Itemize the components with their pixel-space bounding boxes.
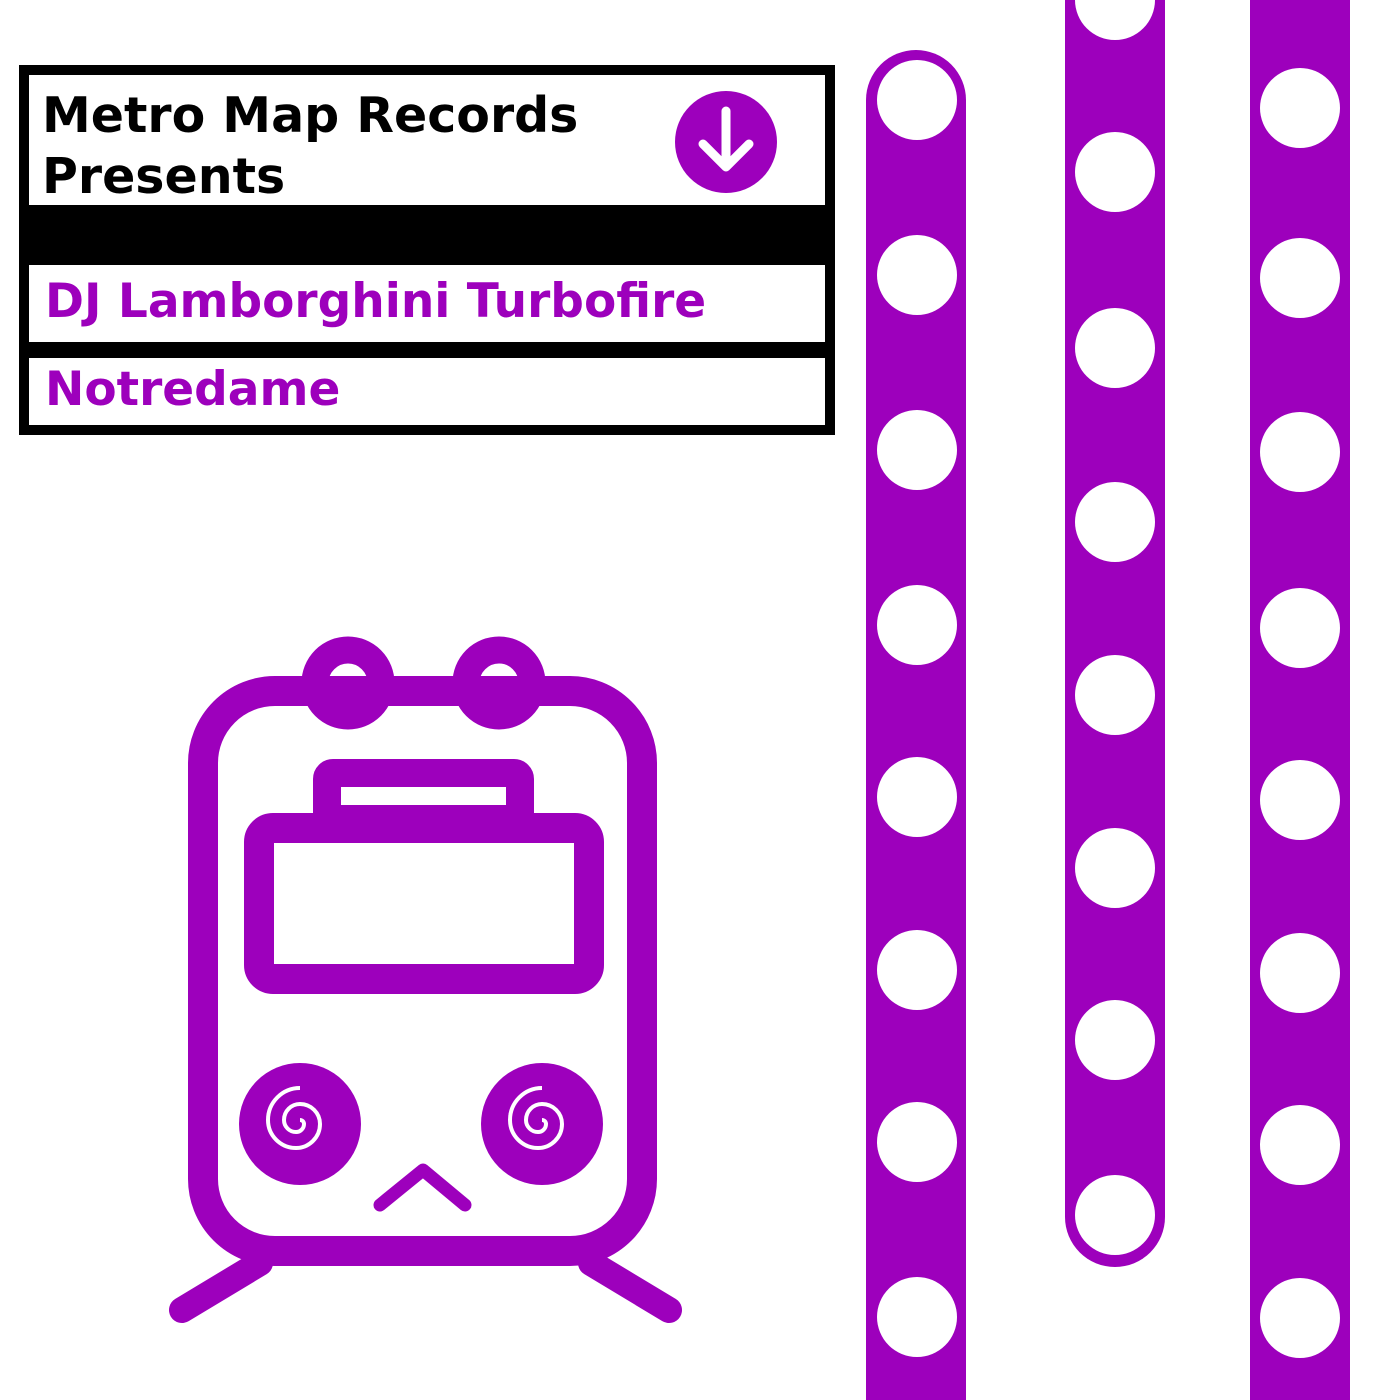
station-sign: Metro Map Records Presents DJ Lamborghin… [19,65,835,435]
metro-line-3 [1250,0,1350,1400]
metro-line-1 [866,50,966,1400]
sign-divider-bar [29,205,825,265]
down-arrow-icon [675,91,777,193]
train-rail-left [169,1250,273,1323]
metro-line-stations [866,0,1350,1400]
train-rail-right [578,1250,682,1323]
train-headlight-left [239,1063,361,1185]
train-nose [373,1163,472,1212]
artist-name: DJ Lamborghini Turbofire [45,274,707,329]
metro-line-2 [1065,0,1165,1267]
train-icon [169,636,682,1323]
title-panel: Notredame [29,358,825,425]
sign-header-panel: Metro Map Records Presents [29,75,825,205]
train-body [188,676,657,1266]
train-destination-display [313,759,534,833]
track-title: Notredame [45,362,341,417]
train-windscreen [244,813,604,994]
train-headlight-right [481,1063,603,1185]
label-presents: Metro Map Records Presents [42,87,579,205]
artist-panel: DJ Lamborghini Turbofire [29,265,825,342]
